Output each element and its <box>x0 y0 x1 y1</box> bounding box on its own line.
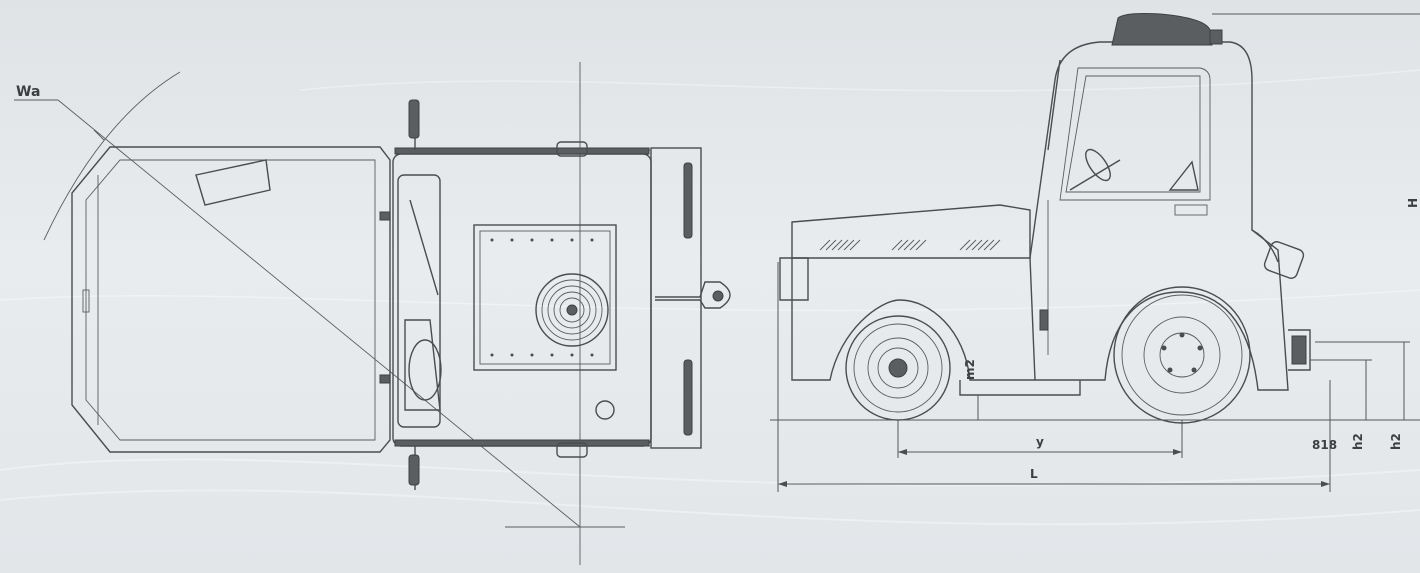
front-wheel <box>845 315 951 421</box>
dimension-label-h2-inner: h2 <box>1351 433 1365 450</box>
hood-vent <box>195 159 271 206</box>
dimension-label-y: y <box>1036 435 1044 449</box>
tow-hitch <box>655 281 731 309</box>
cooling-fan <box>535 273 609 347</box>
steering-wheel <box>408 339 442 401</box>
turning-radius-arc <box>43 71 181 241</box>
side-view <box>770 13 1420 424</box>
rear-frame <box>650 147 702 449</box>
top-view <box>14 62 731 565</box>
dimension-label-l: L <box>1030 467 1038 481</box>
hood-vents-side <box>819 239 1001 251</box>
dimension-label-h: H <box>1406 198 1420 208</box>
roof-beacon <box>1111 13 1213 46</box>
dimension-label-code: 818 <box>1312 438 1337 452</box>
cab-outline <box>392 153 652 447</box>
rear-wheel <box>1113 286 1251 424</box>
engine-cover <box>473 224 617 371</box>
wa-diagonal-line <box>57 99 581 528</box>
dimension-label-h2-outer: h2 <box>1389 433 1403 450</box>
hood-outline <box>71 146 391 453</box>
side-body-front <box>791 258 1035 381</box>
fuel-cap <box>595 400 615 420</box>
dimension-lines <box>777 13 1420 492</box>
side-cab-outline <box>1029 41 1289 391</box>
wa-label: Wa <box>16 84 40 100</box>
wiper <box>409 199 439 296</box>
side-hood <box>791 204 1031 259</box>
dimension-label-m2: m2 <box>963 359 977 380</box>
cover-bolts <box>490 238 594 357</box>
side-mirrors <box>379 99 420 490</box>
